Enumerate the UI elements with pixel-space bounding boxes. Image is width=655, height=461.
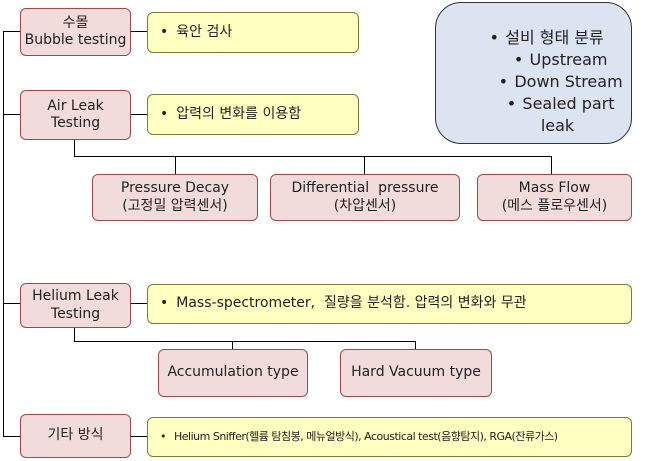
- helium-line1: Helium Leak: [32, 288, 119, 304]
- differential-line2: (차압센서): [333, 197, 397, 214]
- main-trunk-line: [3, 31, 4, 437]
- classification-box: 설비 형태 분류 Upstream Down Stream Sealed par…: [435, 2, 632, 144]
- classification-item: Sealed part leak: [484, 93, 631, 137]
- other-label: 기타 방식: [47, 427, 104, 444]
- accumulation-drop: [232, 341, 233, 349]
- differential-pressure-node: Differential pressure (차압센서): [270, 174, 460, 221]
- hard-vacuum-drop: [415, 341, 416, 349]
- other-note: Helium Sniffer(헬륨 탐침봉, 메뉴얼방식), Acoustica…: [147, 417, 632, 457]
- connector-bubble-note: [131, 31, 147, 32]
- classification-item: Upstream: [484, 49, 631, 71]
- accumulation-label: Accumulation type: [167, 364, 299, 381]
- classification-items: Upstream Down Stream Sealed part leak: [456, 49, 631, 137]
- helium-note: Mass-spectrometer, 질량을 분석함. 압력의 변화와 무관: [147, 284, 632, 324]
- hard-vacuum-label: Hard Vacuum type: [351, 364, 481, 381]
- differential-drop: [364, 156, 365, 174]
- bubble-testing-node: 수몰 Bubble testing: [20, 8, 131, 56]
- other-methods-node: 기타 방식: [20, 414, 131, 458]
- air-line2: Testing: [50, 115, 101, 131]
- air-branch-line: [74, 156, 551, 157]
- air-drop-line: [74, 140, 75, 156]
- pressure-decay-line1: Pressure Decay: [120, 180, 230, 196]
- connector-other: [3, 436, 20, 437]
- helium-branch-line: [74, 341, 415, 342]
- pressure-decay-line2: (고정밀 압력센서): [122, 197, 228, 214]
- helium-note-text: Mass-spectrometer, 질량을 분석함. 압력의 변화와 무관: [160, 295, 526, 313]
- air-note-text: 압력의 변화를 이용함: [160, 106, 301, 124]
- classification-title: 설비 형태 분류: [456, 27, 631, 49]
- pressure-decay-node: Pressure Decay (고정밀 압력센서): [92, 174, 258, 221]
- connector-helium: [3, 303, 20, 304]
- connector-other-note: [131, 436, 147, 437]
- hard-vacuum-type-node: Hard Vacuum type: [340, 349, 492, 397]
- bubble-note-text: 육안 검사: [160, 24, 232, 42]
- connector-bubble: [3, 31, 20, 32]
- helium-leak-node: Helium Leak Testing: [20, 283, 131, 328]
- air-note: 압력의 변화를 이용함: [147, 94, 359, 135]
- helium-line2: Testing: [50, 305, 101, 322]
- connector-helium-note: [131, 303, 147, 304]
- connector-air-note: [131, 114, 147, 115]
- helium-drop-line: [74, 328, 75, 341]
- air-line1: Air Leak: [47, 97, 104, 114]
- mass-flow-node: Mass Flow (메스 플로우센서): [477, 174, 632, 221]
- bubble-line2: Bubble testing: [24, 32, 127, 48]
- other-note-text: Helium Sniffer(헬륨 탐침봉, 메뉴얼방식), Acoustica…: [160, 430, 558, 444]
- accumulation-type-node: Accumulation type: [158, 349, 308, 397]
- pressure-decay-drop: [175, 156, 176, 174]
- differential-line1: Differential pressure: [291, 180, 439, 196]
- bubble-line1: 수몰: [62, 14, 89, 31]
- mass-flow-drop: [551, 156, 552, 174]
- air-leak-node: Air Leak Testing: [20, 90, 131, 140]
- classification-item: Down Stream: [484, 71, 631, 93]
- connector-air: [3, 114, 20, 115]
- mass-flow-line2: (메스 플로우센서): [501, 197, 608, 214]
- classification-list: 설비 형태 분류 Upstream Down Stream Sealed par…: [456, 27, 631, 137]
- bubble-note: 육안 검사: [147, 12, 359, 53]
- mass-flow-line1: Mass Flow: [518, 180, 591, 196]
